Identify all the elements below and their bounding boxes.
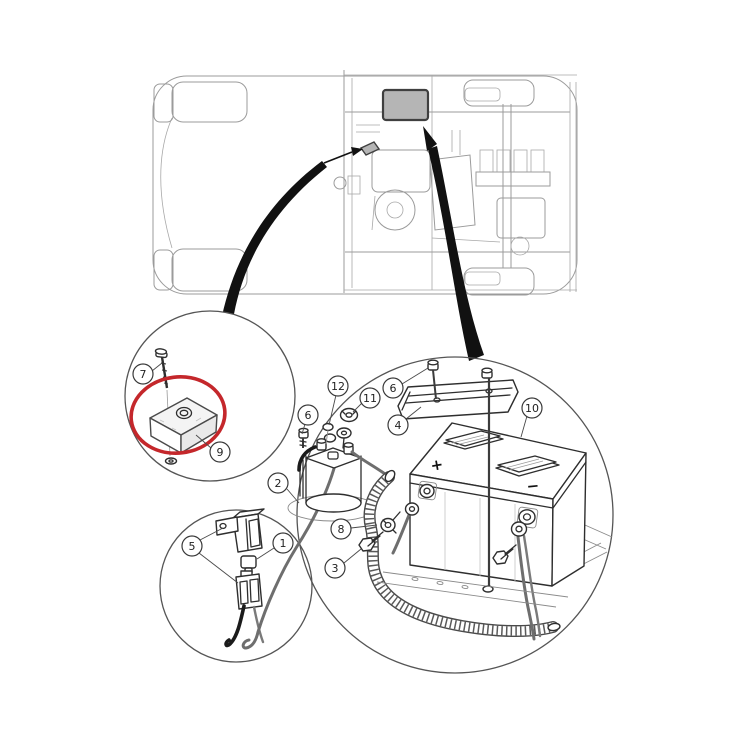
arrow-to-battery [428,146,484,361]
battery-plus-symbol: + [429,455,445,475]
vehicle-body-outline [152,75,578,295]
cable-solenoid-to-conduit [350,450,387,476]
wheel-front-right [463,79,535,107]
solenoid-washers [322,407,359,449]
svg-text:6: 6 [390,382,397,395]
front-hood-curve [160,117,173,249]
wheel-front-left [153,81,248,123]
callout-3: 3 [324,557,346,579]
battery-location-highlight [381,88,430,122]
svg-text:4: 4 [395,419,402,432]
callout-10: 10 [521,397,543,419]
locator-arrows [222,126,484,361]
svg-text:3: 3 [332,562,339,575]
battery-cap-right [495,455,560,477]
svg-text:9: 9 [217,446,224,459]
cable-positive [391,513,411,555]
washer-under-pad [164,457,178,465]
svg-text:12: 12 [331,380,345,393]
detail-circle-battery: + − [241,356,614,674]
battery-minus-symbol: − [526,476,540,495]
hold-down-bracket [397,379,519,420]
wheel-rear-right [463,267,535,296]
callout-2: 2 [267,472,289,494]
callout-8: 8 [330,518,352,540]
hold-down-bolt-left [427,359,439,400]
callout-4: 4 [387,414,409,436]
cable-negative-1 [516,535,536,641]
svg-text:7: 7 [140,368,147,381]
callouts: 7 9 5 1 2 6 12 11 6 4 10 8 3 [132,363,543,579]
callout-9: 9 [209,441,231,463]
battery-tray [376,571,569,608]
arrow-to-component-head [351,147,363,156]
svg-text:10: 10 [525,402,539,415]
component-location-highlight [359,141,381,156]
svg-text:8: 8 [338,523,345,536]
callout-1: 1 [272,532,294,554]
svg-text:5: 5 [189,540,196,553]
detail-circle-pad [124,310,296,482]
red-highlight-ellipse [129,375,227,455]
bolt-terminal-negative [492,544,517,565]
rubber-pad [149,397,218,454]
frame-rails [343,70,577,293]
callout-5: 5 [181,535,203,557]
detail-circle-fuse [159,508,313,663]
bolt-3 [358,531,384,552]
fuse-holder-upper [215,508,265,553]
vehicle-top-view [152,70,578,296]
callout-6-left: 6 [297,404,319,426]
black-wire [224,604,246,648]
screw [154,348,169,389]
cable-negative-2 [522,534,542,638]
callout-12: 12 [327,375,349,397]
ring-terminal-negative [510,521,528,537]
fuse-holder-lower [235,570,263,610]
battery: + − [409,422,587,587]
hold-down-bolt-right [481,367,494,593]
callout-6-top: 6 [382,377,404,399]
coiled-conduit [363,469,561,637]
arrow-to-battery-head [423,126,437,151]
callout-11: 11 [359,387,381,409]
callout-7: 7 [132,363,154,385]
arrow-to-component [222,161,327,316]
bolt-6-left [298,427,309,448]
svg-text:2: 2 [275,477,282,490]
ring-terminal-positive [404,502,420,516]
wheel-rear-left [153,248,248,292]
svg-text:1: 1 [280,537,287,550]
svg-text:6: 6 [305,409,312,422]
ring-terminal-8 [380,511,401,534]
solenoid [297,438,362,513]
engine-detail-lines [333,124,551,256]
svg-text:11: 11 [363,392,377,405]
